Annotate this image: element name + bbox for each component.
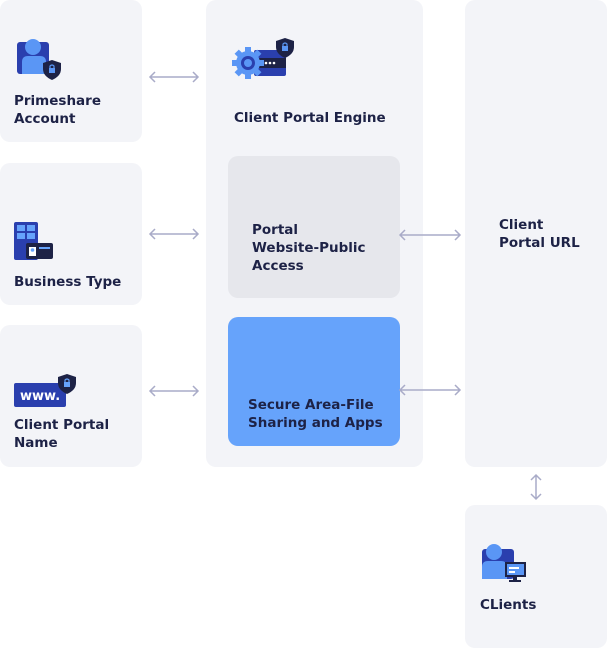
www-text: www.: [20, 389, 60, 404]
label-client-portal-engine: Client Portal Engine: [234, 110, 386, 126]
arrow-primeshare-engine: [148, 71, 200, 83]
label-client-portal-name: Client Portal Name: [14, 417, 110, 451]
node-client-portal-name: www. Client Portal Name: [0, 325, 142, 467]
node-client-portal-url: Client Portal URL: [465, 0, 607, 467]
label-primeshare-account: Primeshare Account: [14, 93, 101, 127]
arrow-name-engine: [148, 385, 200, 397]
node-client-portal-engine: Client Portal Engine Portal Website-Publ…: [206, 0, 423, 467]
arrow-public-url: [398, 229, 462, 241]
gear-server-lock-icon: [232, 38, 294, 79]
label-business-type: Business Type: [14, 274, 122, 290]
user-lock-icon: [17, 39, 61, 80]
building-id-card-icon: [14, 222, 53, 260]
node-business-type: Business Type: [0, 163, 142, 305]
www-lock-icon: www.: [14, 374, 76, 407]
node-primeshare-account: Primeshare Account: [0, 0, 142, 142]
arrow-business-engine: [148, 228, 200, 240]
node-portal-website-public: Portal Website-Public Access: [228, 156, 400, 298]
label-clients: CLients: [480, 597, 537, 613]
arrow-secure-url: [398, 384, 462, 396]
node-clients: CLients: [465, 505, 607, 648]
node-secure-area: Secure Area-File Sharing and Apps: [228, 317, 400, 446]
label-secure-area: Secure Area-File Sharing and Apps: [248, 397, 383, 431]
label-portal-website-public: Portal Website-Public Access: [252, 222, 366, 274]
user-monitor-icon: [482, 544, 526, 582]
arrow-url-clients: [530, 473, 542, 501]
label-client-portal-url: Client Portal URL: [499, 217, 580, 251]
